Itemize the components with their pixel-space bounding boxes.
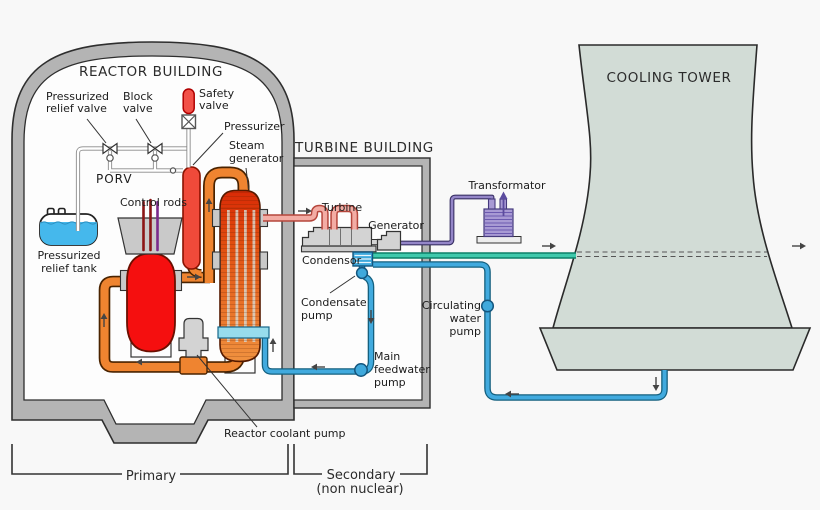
- transformer: [476, 191, 522, 244]
- circulating-water-pipe: [373, 261, 668, 401]
- turbine-section-lines: [329, 228, 352, 245]
- label-reactor-coolant-pump: Reactor coolant pump: [224, 427, 346, 440]
- label-main-feedwater-2: feedwater: [374, 363, 430, 376]
- cooling-tower-basin: [538, 327, 812, 371]
- generator-output-wire: [400, 194, 495, 246]
- label-control-rods: Control rods: [120, 196, 187, 209]
- label-turbine: Turbine: [321, 201, 363, 214]
- power-export-arrow: [499, 191, 508, 216]
- sg-nozzle-lower-left: [211, 251, 221, 270]
- label-relief-tank-2: relief tank: [41, 262, 97, 275]
- label-safety-valve-2: valve: [199, 99, 229, 112]
- cooling-tower-water-level-lines: [577, 251, 767, 257]
- relief-tank-vents: [46, 207, 66, 214]
- turbine-group: [300, 226, 402, 253]
- main-steam-line: [263, 204, 359, 230]
- transformer-bushing-left: [487, 198, 496, 210]
- surge-junction: [169, 167, 177, 174]
- scope-brackets: [11, 444, 428, 475]
- turbine-building-title: TURBINE BUILDING: [294, 140, 434, 156]
- pressurizer: [182, 166, 201, 270]
- main-feedwater-pump: [354, 363, 368, 377]
- coolant-pump-motor: [178, 317, 209, 358]
- label-main-feedwater-3: pump: [374, 376, 406, 389]
- safety-valve-symbol: [181, 88, 197, 130]
- label-prv-1: Pressurized: [46, 90, 109, 103]
- reactor-vessel: [126, 252, 176, 353]
- label-circ-pump-1: Circulating: [422, 299, 481, 312]
- transformer-base: [476, 236, 522, 244]
- label-porv: PORV: [96, 172, 133, 186]
- relief-tank: [39, 207, 98, 246]
- cooling-tower: COOLING TOWER: [538, 44, 812, 371]
- label-block-valve-2: valve: [123, 102, 153, 115]
- label-generator: Generator: [368, 219, 424, 232]
- steam-generator-ribs: [220, 190, 260, 362]
- turbine-platform: [300, 245, 377, 253]
- condenser: [352, 251, 374, 267]
- control-rods: [142, 198, 159, 252]
- primary-bracket: [11, 444, 289, 475]
- relief-tank-wave: [40, 221, 97, 225]
- relief-tank-water: [40, 222, 97, 245]
- primary-cold-leg-pipe: [98, 275, 246, 373]
- turbine-building-interior: [293, 165, 423, 401]
- label-pressurizer: Pressurizer: [224, 120, 285, 133]
- label-steam-generator-2: generator: [229, 152, 284, 165]
- reactor-coolant-pump: [178, 317, 209, 375]
- steam-generator-group: [211, 189, 269, 363]
- leader-lines: [86, 118, 356, 428]
- label-transformator: Transformator: [467, 179, 545, 192]
- condensate-pump: [355, 266, 369, 280]
- label-condensate-pump-2: pump: [301, 309, 333, 322]
- feedwater-ring: [217, 326, 270, 339]
- label-safety-valve-1: Safety: [199, 87, 235, 100]
- label-primary: Primary: [126, 469, 177, 484]
- reactor-building-title: REACTOR BUILDING: [79, 64, 223, 80]
- label-block-valve-1: Block: [123, 90, 153, 103]
- sg-nozzle-upper-left: [211, 208, 221, 228]
- shaft-coupling: [371, 239, 378, 246]
- reactor-vessel-group: [117, 198, 183, 353]
- label-steam-generator-1: Steam: [229, 139, 265, 152]
- pressurized-relief-valve-symbol: [102, 142, 118, 162]
- sg-nozzle-lower-right: [259, 251, 269, 270]
- label-main-feedwater-1: Main: [374, 350, 400, 363]
- coolant-pump-casing: [179, 356, 208, 375]
- secondary-bracket: [293, 444, 428, 475]
- label-secondary: Secondary: [327, 468, 396, 483]
- block-valve-symbol: [147, 142, 163, 162]
- cooling-tower-title: COOLING TOWER: [607, 70, 732, 86]
- label-circ-pump-3: pump: [449, 325, 481, 338]
- label-relief-tank-1: Pressurized: [37, 249, 100, 262]
- label-condensor: Condensor: [302, 254, 362, 267]
- label-prv-2: relief valve: [46, 102, 107, 115]
- circulating-water-pump: [480, 299, 495, 313]
- generator-body: [376, 230, 402, 251]
- label-non-nuclear: (non nuclear): [316, 482, 403, 497]
- label-condensate-pump-1: Condensate: [301, 296, 367, 309]
- transformer-winding-stripes: [485, 211, 512, 235]
- label-circ-pump-2: water: [450, 312, 482, 325]
- turbine-building: TURBINE BUILDING: [293, 140, 434, 409]
